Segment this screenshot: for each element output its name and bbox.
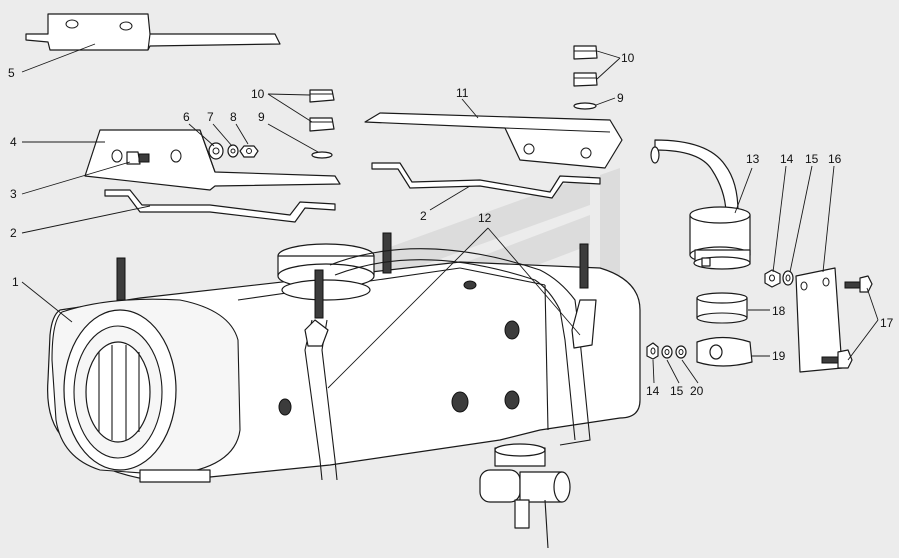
part-18-sleeve xyxy=(696,292,748,324)
callout-13: 13 xyxy=(746,152,760,166)
callout-20: 20 xyxy=(690,384,704,398)
callout-15-upper: 15 xyxy=(805,152,819,166)
callout-10-center: 10 xyxy=(251,87,265,101)
callout-6: 6 xyxy=(183,110,190,124)
callout-labels: 5 4 3 2 2 1 6 7 8 9 9 10 10 11 12 13 14 … xyxy=(8,51,894,398)
part-3-bolt xyxy=(126,151,150,165)
callout-5: 5 xyxy=(8,66,15,80)
callout-15-lower: 15 xyxy=(670,384,684,398)
part-15-washer-upper xyxy=(782,270,794,286)
bottom-valve-fitting xyxy=(479,443,571,549)
part-1-main-body xyxy=(47,261,641,483)
part-20-washer xyxy=(675,345,687,359)
callout-9-right: 9 xyxy=(617,91,624,105)
part-4-bracket xyxy=(84,129,341,191)
callout-18: 18 xyxy=(772,304,786,318)
leader-lines xyxy=(21,43,879,389)
body-studs xyxy=(116,232,589,319)
callout-12: 12 xyxy=(478,211,492,225)
callout-19: 19 xyxy=(772,349,786,363)
part-10-nuts-right xyxy=(573,45,598,87)
callout-9-center: 9 xyxy=(258,110,265,124)
callout-10-right: 10 xyxy=(621,51,635,65)
callout-16: 16 xyxy=(828,152,842,166)
part-17-bolts xyxy=(821,275,873,369)
part-13-filter xyxy=(650,139,751,270)
part-9-washer-right xyxy=(573,102,597,110)
part-19-clamp xyxy=(696,336,753,367)
part-6-washer xyxy=(208,142,224,160)
part-2-strap-right xyxy=(371,162,601,199)
part-5-bracket xyxy=(25,13,281,51)
body-top-mount xyxy=(277,243,375,301)
part-9-washer-center xyxy=(311,151,333,159)
part-16-plate xyxy=(795,267,843,373)
part-15-washer-lower xyxy=(661,345,673,359)
callout-14-upper: 14 xyxy=(780,152,794,166)
callout-3: 3 xyxy=(10,187,17,201)
callout-7: 7 xyxy=(207,110,214,124)
part-2-strap-left xyxy=(104,189,336,223)
part-14-nut-lower xyxy=(646,342,659,360)
part-8-nut xyxy=(239,145,259,158)
callout-1: 1 xyxy=(12,275,19,289)
part-10-nuts-center xyxy=(309,89,335,132)
callout-17: 17 xyxy=(880,316,894,330)
callout-2-left: 2 xyxy=(10,226,17,240)
callout-8: 8 xyxy=(230,110,237,124)
part-12-clamp-straps xyxy=(304,248,597,481)
callout-11: 11 xyxy=(456,86,469,100)
callout-14-lower: 14 xyxy=(646,384,660,398)
part-14-nut-upper xyxy=(764,269,781,288)
callout-2-right: 2 xyxy=(420,209,427,223)
part-11-bracket xyxy=(364,112,623,169)
part-7-washer xyxy=(227,144,239,158)
callout-4: 4 xyxy=(10,135,17,149)
